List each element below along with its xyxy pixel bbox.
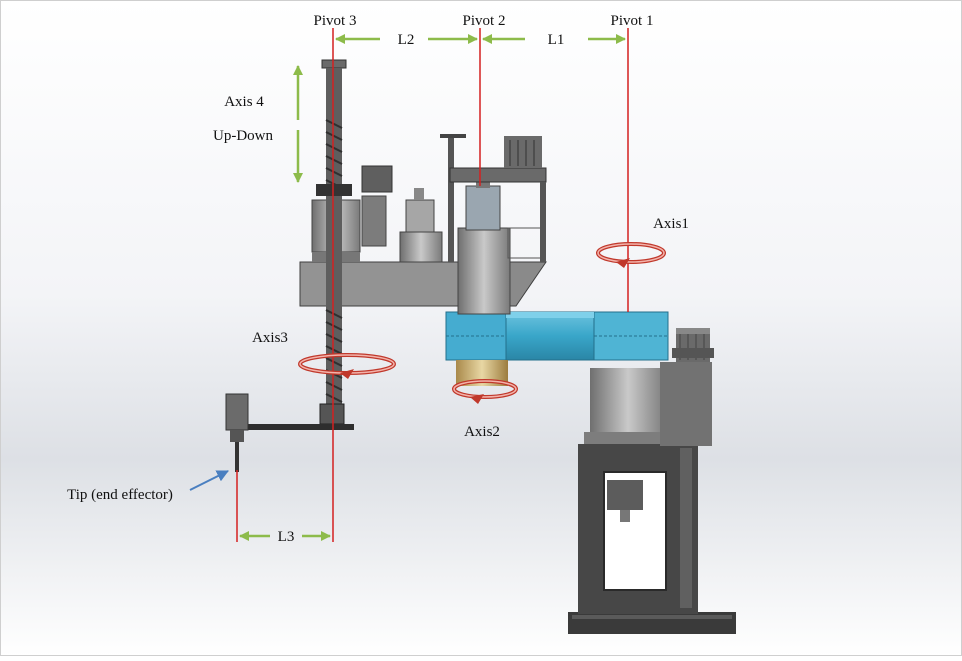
ball-screw <box>316 59 352 425</box>
pivot1-label: Pivot 1 <box>611 13 654 29</box>
end-effector-assembly <box>225 393 354 472</box>
base-column <box>584 328 714 446</box>
axis1-label: Axis1 <box>653 216 689 232</box>
axis3-rotation-icon <box>298 353 396 379</box>
l3-label: L3 <box>278 529 295 545</box>
l2-label: L2 <box>398 32 415 48</box>
blue-arm-link1 <box>445 311 669 361</box>
updown-label: Up-Down <box>213 128 273 144</box>
rotation-arrows <box>298 242 666 404</box>
axis2-label: Axis2 <box>464 424 500 440</box>
axis1-rotation-icon <box>596 242 666 268</box>
labels: Pivot 3 Pivot 2 Pivot 1 L2 L1 L3 Axis 4 … <box>67 13 689 545</box>
axis3-label: Axis3 <box>252 330 288 346</box>
pivot3-label: Pivot 3 <box>314 13 357 29</box>
pivot2-label: Pivot 2 <box>463 13 506 29</box>
pivot-lines <box>236 28 629 542</box>
robot-model <box>225 59 736 634</box>
tip-pointer-arrow <box>189 470 229 491</box>
axis2-rotation-icon <box>452 379 518 404</box>
base-stand <box>568 444 736 634</box>
l1-label: L1 <box>548 32 565 48</box>
tip-label: Tip (end effector) <box>67 487 173 503</box>
axis4-label: Axis 4 <box>224 94 264 110</box>
motor-frame <box>440 134 547 262</box>
dimension-arrows <box>239 34 626 541</box>
